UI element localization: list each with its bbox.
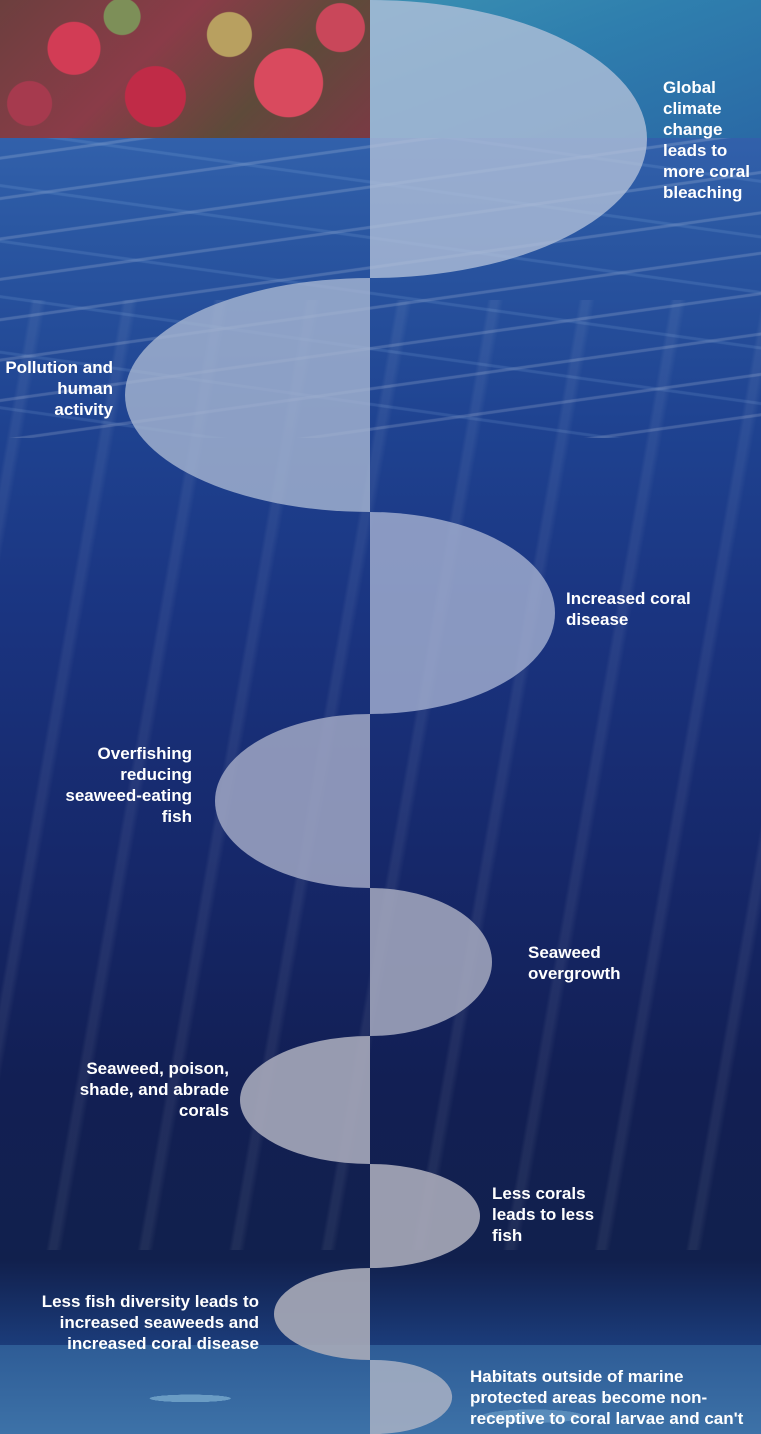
step-label-coral-disease: Increased coral disease xyxy=(566,589,691,629)
spiral-segment-9 xyxy=(370,1359,453,1434)
light-rays xyxy=(0,300,761,1250)
step-label-pollution: Pollution and human activity xyxy=(5,358,113,419)
step-label-global-climate-change: Global climate change leads to more cora… xyxy=(663,78,750,202)
spiral-segment-8 xyxy=(274,1268,370,1360)
coral-reef-image xyxy=(0,0,370,138)
spiral-segment-6 xyxy=(240,1036,370,1164)
spiral-segment-7 xyxy=(370,1164,480,1268)
step-label-habitats: Habitats outside of marine protected are… xyxy=(470,1367,744,1434)
step-label-overfishing: Overfishing reducing seaweed-eating fish xyxy=(65,744,192,826)
spiral-segment-3 xyxy=(370,512,555,714)
step-label-seaweed-overgrowth: Seaweed overgrowth xyxy=(528,943,621,983)
step-label-less-corals: Less corals leads to less fish xyxy=(492,1184,595,1245)
spiral-segment-5 xyxy=(370,888,492,1036)
step-label-less-fish-diversity: Less fish diversity leads to increased s… xyxy=(41,1292,259,1353)
spiral-segment-4 xyxy=(215,714,370,888)
spiral-segment-1 xyxy=(370,0,647,278)
spiral-segment-2 xyxy=(125,278,370,512)
step-label-seaweed-poison: Seaweed, poison, shade, and abrade coral… xyxy=(79,1059,229,1120)
